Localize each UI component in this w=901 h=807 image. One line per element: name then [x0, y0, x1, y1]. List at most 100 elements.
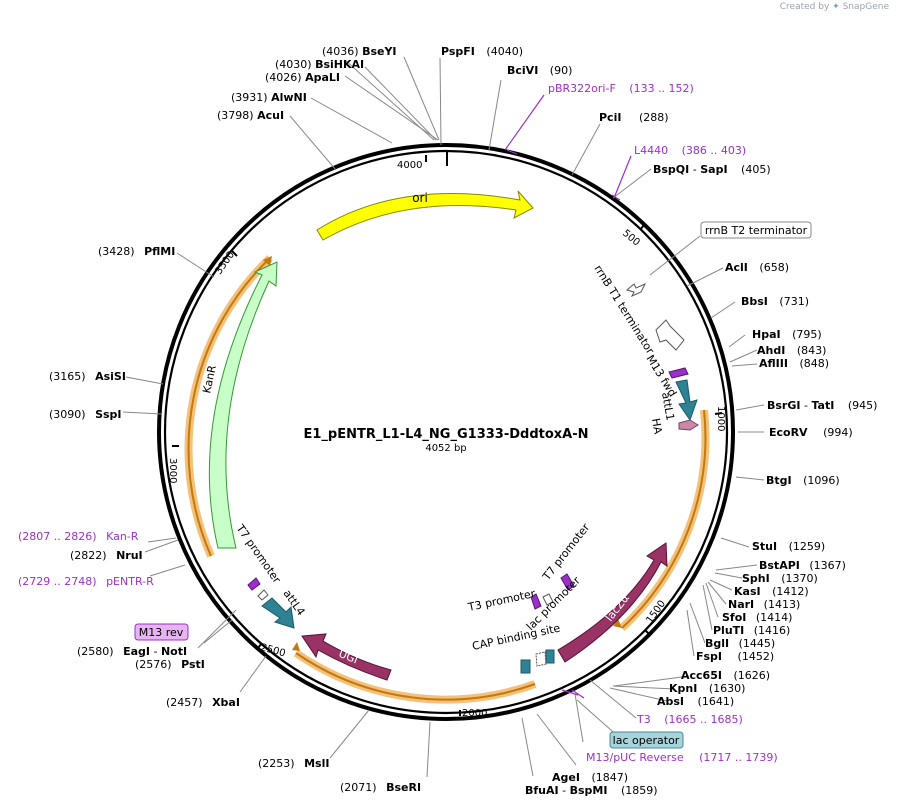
enzyme-bstapi: BstAPI (1367)	[759, 559, 846, 572]
enzyme-acli: AclI (658)	[725, 261, 789, 274]
primer-pbr322ori-f: pBR322ori-F (133 .. 152)	[548, 82, 694, 95]
lac-operator-label: lac operator	[613, 734, 680, 747]
ha-label: HA	[649, 417, 665, 435]
ugi-feature-arrow[interactable]	[301, 633, 392, 681]
lacza-feature-arrow[interactable]	[557, 542, 668, 663]
enzyme-bgli: BglI (1445)	[705, 637, 775, 650]
m13-rev-box	[134, 623, 189, 641]
enzyme-kpni: KpnI (1630)	[669, 682, 745, 695]
enzyme-bseri: (2071) BseRI	[340, 781, 421, 794]
cap-site-label: CAP binding site	[471, 622, 562, 653]
enzyme-fspi: FspI (1452)	[696, 650, 774, 663]
enzyme-acui: (3798) AcuI	[217, 109, 284, 122]
selection-arc-bottom-line	[295, 652, 536, 701]
enzyme-asisi: (3165) AsiSI	[49, 370, 126, 383]
m13-fwd-primer[interactable]	[668, 367, 689, 379]
rrnb-t2-label: rrnB T2 terminator	[705, 224, 808, 237]
t7-promoter-right-feature[interactable]	[560, 573, 575, 591]
selection-arrowhead-right	[613, 619, 622, 628]
primer-t3: T3 (1665 .. 1685)	[636, 713, 743, 726]
enzyme-hpai: HpaI (795)	[752, 328, 822, 341]
ori-label: ori	[412, 191, 428, 205]
enzyme-kasi: KasI (1412)	[734, 585, 809, 598]
enzyme-eagi-noti: (2580) EagI - NotI	[77, 645, 187, 658]
primer-m13-puc-reverse: M13/pUC Reverse (1717 .. 1739)	[586, 751, 778, 764]
boxed-labels: rrnB T2 terminator lac operator M13 rev	[134, 221, 812, 749]
enzyme-bspqi-sapi: BspQI - SapI (405)	[653, 163, 771, 176]
backbone-outer-strand	[157, 143, 735, 721]
primer-kan-r: (2807 .. 2826) Kan-R	[18, 530, 139, 543]
enzyme-sphi: SphI (1370)	[742, 572, 818, 585]
enzyme-pspfi: PspFI (4040)	[441, 45, 523, 58]
enzyme-bseyi: (4036) BseYI	[322, 45, 397, 58]
kanr-feature-arrow[interactable]	[208, 261, 278, 549]
kanr-label: KanR	[200, 364, 219, 395]
primer-leader-lines	[504, 94, 632, 699]
selection-arc-bottom	[293, 649, 537, 704]
selection-arc-right-line	[621, 409, 707, 629]
m13-rev-label: M13 rev	[139, 626, 184, 639]
rrnb-t1-feature[interactable]	[655, 319, 685, 351]
enzyme-absi: AbsI (1641)	[657, 695, 734, 708]
leader-lines	[122, 56, 765, 778]
t3-promoter-label: T3 promoter	[466, 587, 537, 614]
watermark-brand: SnapGene	[842, 2, 889, 12]
lac-operator-feature[interactable]	[545, 649, 555, 664]
t3-primer-feature[interactable]	[530, 593, 542, 610]
primer-pentr-r: (2729 .. 2748) pENTR-R	[18, 575, 154, 588]
t7-promoter-left-feature[interactable]	[257, 589, 269, 601]
attl1-label: attL1	[659, 391, 677, 421]
attl4-feature[interactable]	[261, 597, 295, 629]
enzyme-apali: (4026) ApaLI	[265, 71, 340, 84]
enzyme-pluti: PluTI (1416)	[713, 624, 790, 637]
t7-promoter-left-label: T7 promoter	[233, 521, 284, 586]
enzyme-bcivi: BciVI (90)	[507, 64, 572, 77]
tick-label-500: 500	[620, 228, 642, 249]
enzyme-bfuai-bspmi: BfuAI - BspMI (1859)	[525, 784, 658, 797]
enzyme-nari: NarI (1413)	[728, 598, 800, 611]
enzyme-acc65i: Acc65I (1626)	[681, 669, 770, 682]
tick-marks	[172, 152, 723, 716]
enzyme-pcii: PciI (288)	[599, 111, 669, 124]
plasmid-size: 4052 bp	[425, 443, 466, 454]
rrnb-t2-feature[interactable]	[625, 282, 647, 298]
enzyme-alwni: (3931) AlwNI	[231, 91, 307, 104]
tick-label-1000: 1000	[715, 406, 726, 431]
tick-label-2500: 2500	[259, 642, 286, 659]
ha-feature[interactable]	[678, 419, 699, 431]
enzyme-stui: StuI (1259)	[752, 540, 825, 553]
created-by-watermark: Created by ✦ SnapGene	[780, 2, 889, 12]
rrnb-t2-box	[700, 221, 812, 239]
tick-label-3000: 3000	[167, 458, 178, 483]
rrnb-t1-label: rrnB T1 terminator	[591, 263, 657, 357]
enzyme-sfoi: SfoI (1414)	[722, 611, 792, 624]
enzyme-msli: (2253) MslI	[258, 757, 329, 770]
enzyme-pflmi: (3428) PflMI	[98, 245, 175, 258]
enzyme-bsihkai: (4030) BsiHKAI	[275, 58, 364, 71]
enzyme-btgi: BtgI (1096)	[766, 474, 840, 487]
t7-promoter-left-primer[interactable]	[247, 577, 261, 591]
selection-arrowhead-bottom	[292, 642, 300, 651]
enzyme-ecorv: EcoRV (994)	[769, 426, 853, 439]
cap-site-feature[interactable]	[520, 659, 531, 674]
enzyme-bbsi: BbsI (731)	[741, 295, 809, 308]
watermark-prefix: Created by	[779, 2, 830, 12]
selection-arcs	[184, 255, 710, 704]
primer-l4440: L4440 (386 .. 403)	[634, 144, 746, 157]
snapgene-logo-icon: ✦	[832, 2, 840, 12]
tick-label-3500: 3500	[213, 250, 237, 277]
enzyme-nrui: (2822) NruI	[70, 549, 143, 562]
t3-promoter-feature[interactable]	[542, 593, 554, 606]
attl1-feature[interactable]	[675, 379, 698, 422]
enzyme-sspi: (3090) SspI	[49, 408, 122, 421]
backbone-inner-strand	[163, 149, 729, 715]
enzyme-psti: (2576) PstI	[135, 658, 205, 671]
selection-arrowhead-left	[263, 256, 272, 266]
inner-feature-labels: rrnB T1 terminator M13 fwd attL1 HA T3 p…	[233, 263, 679, 653]
outer-labels: (4036) BseYI (4030) BsiHKAI (4026) ApaLI…	[18, 45, 877, 797]
ori-feature-arrow[interactable]	[316, 190, 534, 241]
enzyme-agei: AgeI (1847)	[552, 771, 628, 784]
enzyme-bsrgi-tati: BsrGI - TatI (945)	[767, 399, 877, 412]
selection-arc-left-line	[187, 257, 271, 557]
lac-promoter-feature[interactable]	[535, 651, 547, 667]
